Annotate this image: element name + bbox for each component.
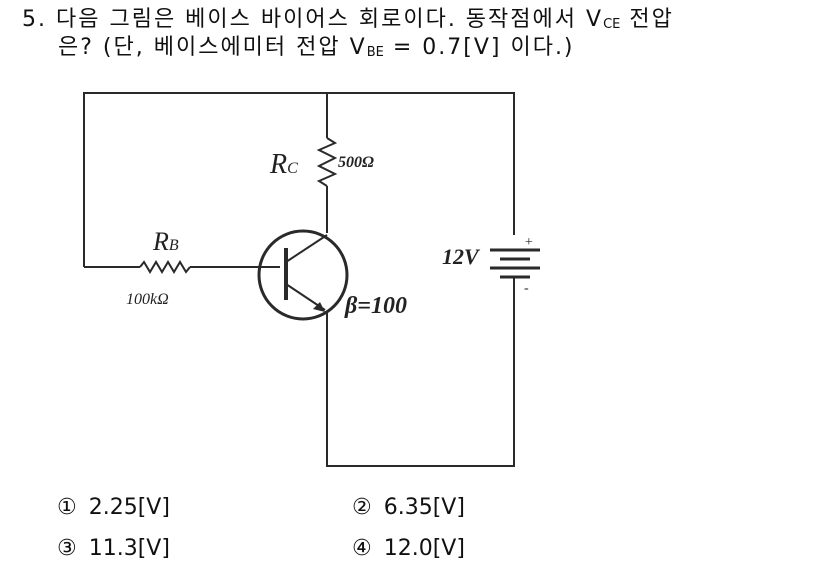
emitter-arrow [313,302,325,312]
base-bias-circuit-diagram: RC 500Ω RB 100kΩ 12V + - β=100 [83,92,540,467]
choice-text: 11.3[V] [88,536,170,561]
rb-value: 100kΩ [126,291,169,308]
choice-text: 12.0[V] [383,536,465,561]
rc-label: RC [269,149,298,180]
choice-3[interactable]: ③ 11.3[V] [57,535,170,563]
question-text-tail: 전압 [620,7,674,32]
rc-value: 500Ω [338,154,374,171]
vce-symbol: V [586,7,604,32]
question-line-2: 은? (단, 베이스에미터 전압 VBE = 0.7[V] 이다.) [58,34,575,67]
choice-text: 6.35[V] [383,495,465,520]
vbe-subscript: BE [366,45,384,60]
vce-subscript: CE [603,17,621,32]
choice-number: ④ [352,536,372,561]
plus-sign: + [524,235,533,250]
source-voltage-label: 12V [442,244,481,269]
question-line-1: 5. 다음 그림은 베이스 바이어스 회로이다. 동작점에서 VCE 전압 [22,6,674,39]
choice-4[interactable]: ④ 12.0[V] [352,535,465,563]
choice-number: ① [57,495,77,520]
question-number: 5. [22,7,47,32]
beta-label: β=100 [344,293,407,319]
choice-2[interactable]: ② 6.35[V] [352,494,465,522]
rc-resistor [316,137,338,187]
rb-resistor [139,260,191,274]
choice-number: ② [352,495,372,520]
choice-1[interactable]: ① 2.25[V] [57,494,170,522]
minus-sign: - [524,281,529,296]
vbe-symbol: V [349,35,367,60]
question-text: 다음 그림은 베이스 바이어스 회로이다. 동작점에서 [56,7,586,32]
choice-number: ③ [57,536,77,561]
transistor-symbol [257,229,349,321]
question-condition-tail: = 0.7[V] 이다.) [383,35,575,60]
question-condition: 은? (단, 베이스에미터 전압 [58,35,350,60]
top-wire [83,92,515,267]
choice-text: 2.25[V] [88,495,170,520]
emitter-wire [326,290,515,467]
rb-label: RB [152,227,179,256]
